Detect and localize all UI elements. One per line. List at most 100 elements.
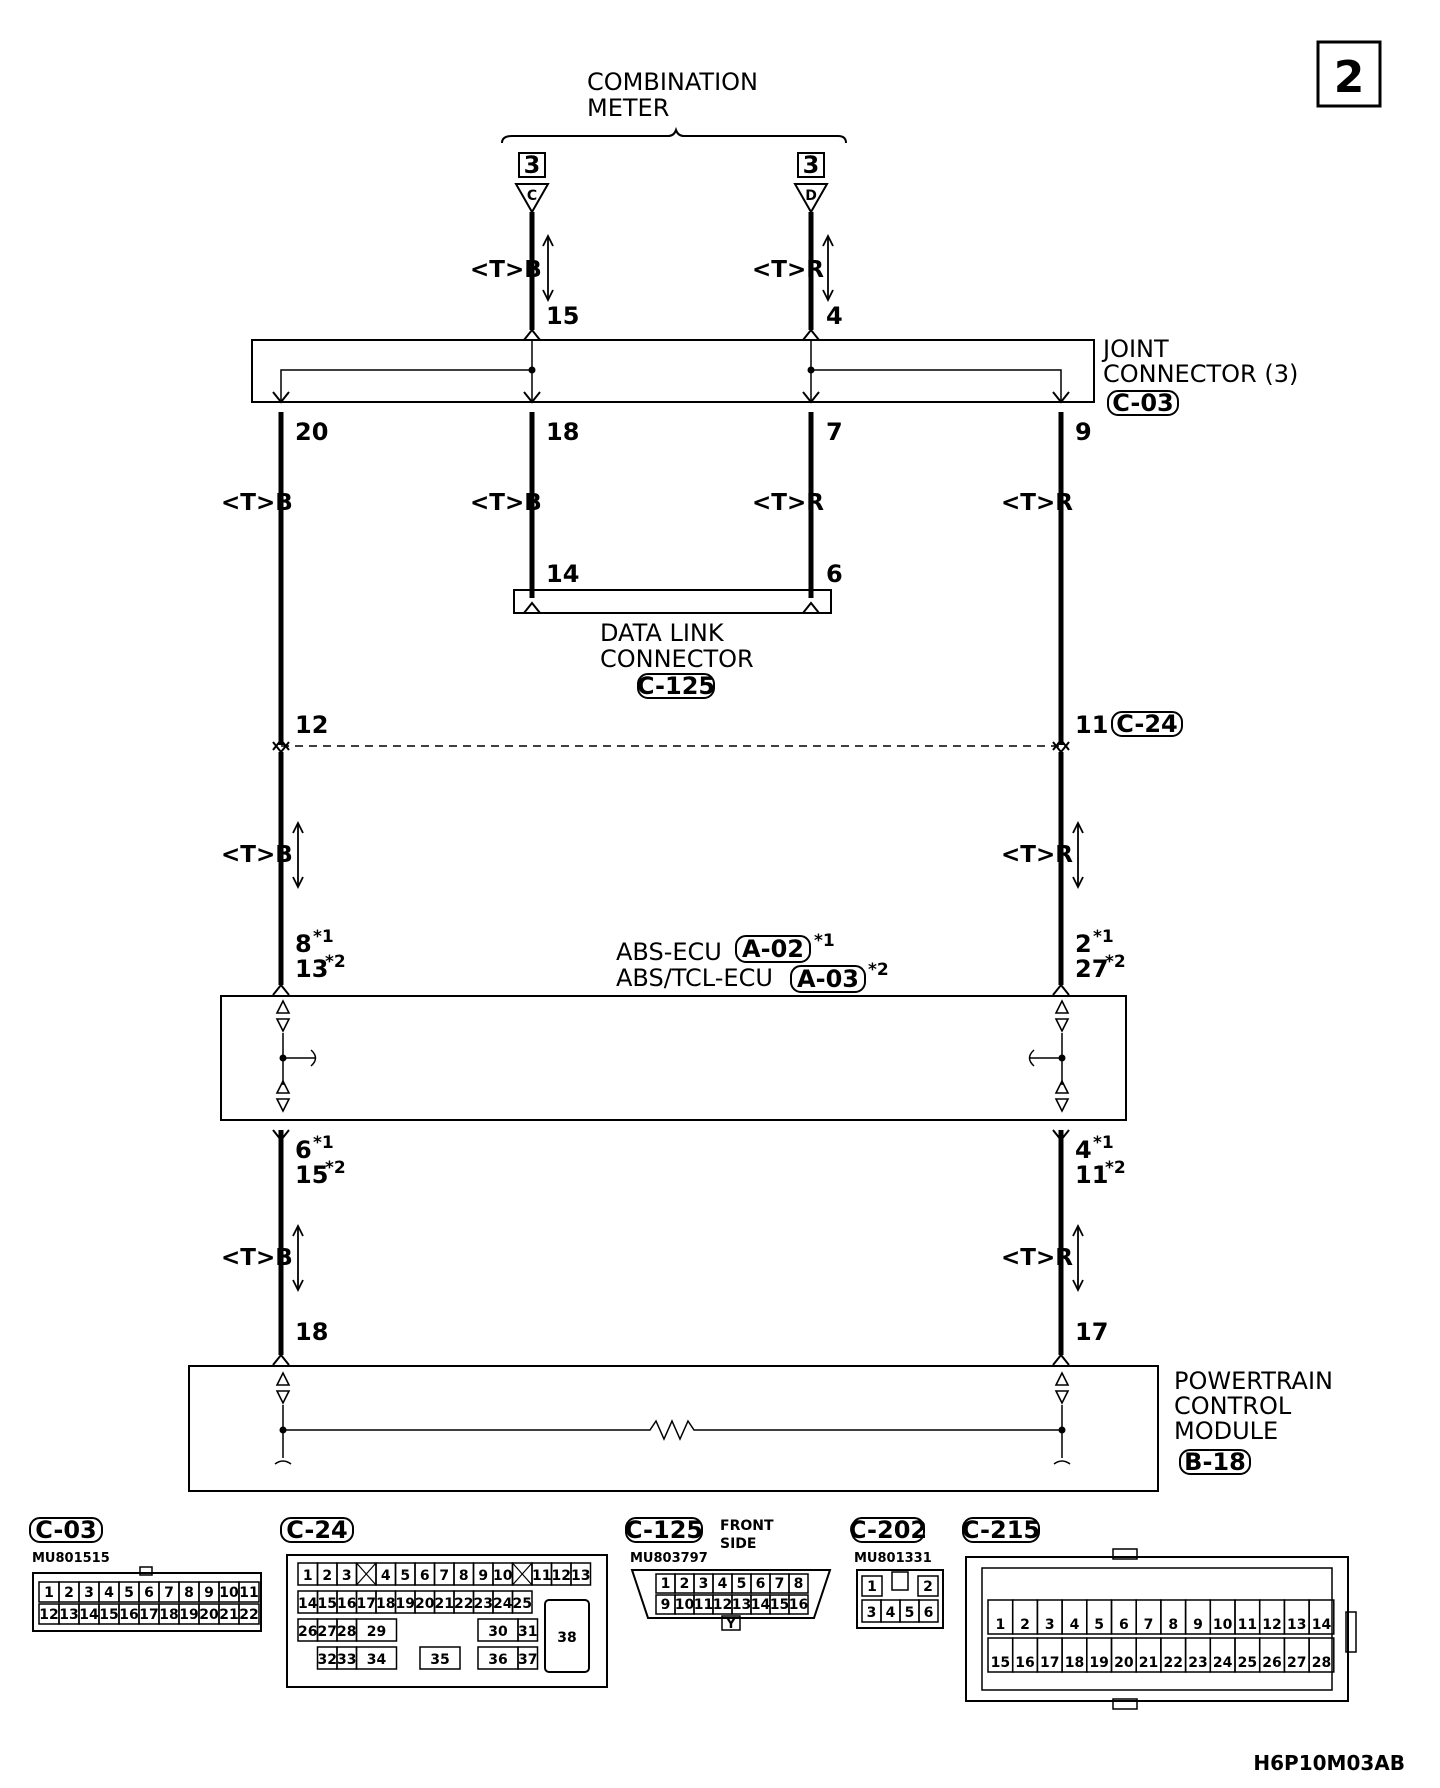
c-215-pin-28: 28 xyxy=(1312,1655,1331,1671)
wire-label-pcm-left: <T>B xyxy=(221,1245,293,1271)
wire-label-dlc-left: <T>B xyxy=(470,490,542,516)
c-24-pin-15: 15 xyxy=(318,1596,337,1612)
wire-label-outer-left: <T>B xyxy=(221,490,293,516)
c-03-pin-10: 10 xyxy=(219,1585,239,1601)
c-24-pin-19: 19 xyxy=(396,1596,415,1612)
pin-meter-d: 4 xyxy=(826,302,843,330)
signal-arrow-meter-right xyxy=(822,235,834,301)
c-24-pin-29: 29 xyxy=(367,1624,386,1640)
c-24-pin-4: 4 xyxy=(381,1568,391,1584)
meter-connector-c: 3 C xyxy=(514,151,550,215)
c-03-pin-4: 4 xyxy=(104,1585,114,1601)
c-24-pin-20: 20 xyxy=(415,1596,435,1612)
wire-label-abs-left: <T>B xyxy=(221,842,293,868)
c-24-pin-2: 2 xyxy=(322,1568,332,1584)
wire-label-abs-right: <T>R xyxy=(1001,842,1073,868)
c-24-pin-8: 8 xyxy=(459,1568,469,1584)
c-24-pin-38: 38 xyxy=(557,1630,576,1646)
pcm-label-3: MODULE xyxy=(1174,1417,1278,1445)
c-215-pin-19: 19 xyxy=(1089,1655,1108,1671)
c-03-pin-11: 11 xyxy=(239,1585,258,1601)
c-202-pin-1: 1 xyxy=(867,1579,877,1595)
c-215-pin-17: 17 xyxy=(1040,1655,1059,1671)
wire-label-outer-right: <T>R xyxy=(1001,490,1073,516)
c-215-pin-10: 10 xyxy=(1213,1617,1233,1633)
signal-arrow-abs-left xyxy=(292,822,304,888)
c-24-pin-1: 1 xyxy=(303,1568,313,1584)
c-03-pin-18: 18 xyxy=(159,1607,178,1623)
wire-label-pcm-right: <T>R xyxy=(1001,1245,1073,1271)
c-03-pin-2: 2 xyxy=(64,1585,74,1601)
connector-view-c-202-part: MU801331 xyxy=(854,1551,932,1566)
c-24-pin-21: 21 xyxy=(435,1596,454,1612)
wire-label-meter-left: <T>B xyxy=(470,257,542,283)
c-03-pin-3: 3 xyxy=(84,1585,94,1601)
connector-view-c-03-part: MU801515 xyxy=(32,1551,110,1566)
c-24-pin-9: 9 xyxy=(478,1568,488,1584)
data-link-connector-box xyxy=(513,589,832,614)
signal-arrow-pcm-left xyxy=(292,1225,304,1291)
c-03-pin-15: 15 xyxy=(99,1607,118,1623)
c-24-pin-10: 10 xyxy=(493,1568,513,1584)
note-abs-bot-right-2: *2 xyxy=(1105,1158,1126,1178)
c-03-pin-20: 20 xyxy=(199,1607,219,1623)
pin-abs-bot-left-2: 15 xyxy=(295,1161,328,1189)
meter-connector-d: 3 D xyxy=(793,151,829,215)
note-abs-top-left-2: *2 xyxy=(325,952,346,972)
abs-tcl-ecu-ref: A-03 xyxy=(797,965,859,993)
abs-ecu-ref: A-02 xyxy=(742,935,804,963)
note-abs-bot-left-1: *1 xyxy=(313,1133,334,1153)
pin-dlc-6: 6 xyxy=(826,560,843,588)
c-24-pin-6: 6 xyxy=(420,1568,430,1584)
c-215-pin-6: 6 xyxy=(1119,1617,1129,1633)
c-24-pin-26: 26 xyxy=(298,1624,317,1640)
c-24-pin-31: 31 xyxy=(518,1624,537,1640)
c-215-pin-2: 2 xyxy=(1020,1617,1030,1633)
pin-jc-9: 9 xyxy=(1075,418,1092,446)
drawing-code: H6P10M03AB xyxy=(1253,1751,1405,1775)
c-24-pin-23: 23 xyxy=(474,1596,493,1612)
c-215-pin-15: 15 xyxy=(991,1655,1010,1671)
c-24-pin-37: 37 xyxy=(518,1652,537,1668)
meter-connector-c-box: 3 xyxy=(524,151,541,179)
c-215-pin-23: 23 xyxy=(1188,1655,1207,1671)
c-24-pin-14: 14 xyxy=(298,1596,318,1612)
c-24-pin-32: 32 xyxy=(318,1652,337,1668)
pin-pcm-18: 18 xyxy=(295,1318,328,1346)
inline-connector-ref: C-24 xyxy=(1116,710,1178,738)
c-125-side-label: SIDE xyxy=(720,1536,756,1552)
connector-view-c-03-ref: C-03 xyxy=(35,1516,97,1544)
abs-ecu-box xyxy=(220,995,1127,1121)
c-215-pin-8: 8 xyxy=(1168,1617,1178,1633)
c-24-pin-25: 25 xyxy=(513,1596,532,1612)
c-24-pin-27: 27 xyxy=(318,1624,337,1640)
pcm-box xyxy=(188,1365,1159,1492)
c-03-pin-8: 8 xyxy=(184,1585,194,1601)
joint-connector-ref: C-03 xyxy=(1112,389,1174,417)
c-125-front-label: FRONT xyxy=(720,1518,774,1534)
wire-label-meter-right: <T>R xyxy=(752,257,824,283)
pin-c24-11: 11 xyxy=(1075,711,1108,739)
pin-jc-7: 7 xyxy=(826,418,843,446)
dlc-label-2: CONNECTOR xyxy=(600,645,754,673)
c-03-pin-21: 21 xyxy=(219,1607,238,1623)
signal-arrow-pcm-right xyxy=(1072,1225,1084,1291)
signal-arrow-abs-right xyxy=(1072,822,1084,888)
c-125-pin-15: 15 xyxy=(770,1597,789,1613)
joint-connector-label-1: JOINT xyxy=(1101,335,1169,363)
c-03-pin-19: 19 xyxy=(179,1607,198,1623)
c-125-tab-y: Y xyxy=(725,1617,736,1632)
page-number: 2 xyxy=(1334,52,1365,103)
c-03-pin-1: 1 xyxy=(44,1585,54,1601)
c-03-pin-17: 17 xyxy=(139,1607,158,1623)
pin-jc-20: 20 xyxy=(295,418,328,446)
c-125-pin-16: 16 xyxy=(789,1597,808,1613)
pin-dlc-14: 14 xyxy=(546,560,579,588)
c-125-pin-9: 9 xyxy=(661,1597,671,1613)
c-24-pin-18: 18 xyxy=(376,1596,395,1612)
c-215-pin-20: 20 xyxy=(1114,1655,1134,1671)
pin-c24-12: 12 xyxy=(295,711,328,739)
